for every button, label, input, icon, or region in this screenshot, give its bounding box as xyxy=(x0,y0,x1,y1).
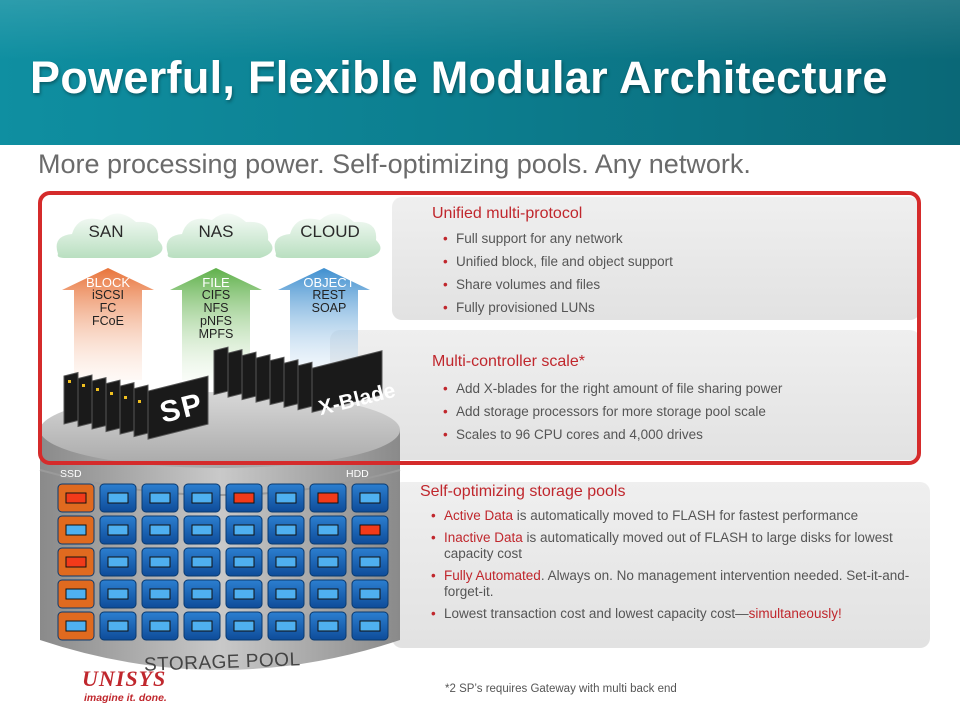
drive-indicator xyxy=(275,492,297,504)
nas-label: NAS xyxy=(198,222,234,241)
list-item: •Add X-blades for the right amount of fi… xyxy=(443,381,783,396)
block-arrow-label: BLOCK iSCSI FC FCoE xyxy=(73,276,143,328)
list-item: •Full support for any network xyxy=(443,231,623,246)
drive-indicator xyxy=(359,620,381,632)
panel-multi xyxy=(330,330,920,460)
drive-indicator xyxy=(233,524,255,536)
drive-indicator xyxy=(65,588,87,600)
drive-indicator xyxy=(275,620,297,632)
drive-indicator xyxy=(191,588,213,600)
object-arrow xyxy=(278,268,370,380)
list-item: •Share volumes and files xyxy=(443,277,601,292)
drive-indicator xyxy=(359,492,381,504)
nas-cloud xyxy=(166,213,273,258)
block-items: iSCSI FC FCoE xyxy=(92,288,124,328)
footnote: *2 SP’s requires Gateway with multi back… xyxy=(445,683,677,695)
unisys-tagline: imagine it. done. xyxy=(84,692,167,704)
drive-indicator xyxy=(107,524,129,536)
drive-indicator xyxy=(359,524,381,536)
san-label: SAN xyxy=(88,222,124,241)
selfopt-title: Self-optimizing storage pools xyxy=(420,483,626,500)
drive-indicator xyxy=(65,556,87,568)
drive-indicator xyxy=(275,524,297,536)
multi-title: Multi-controller scale* xyxy=(432,353,585,370)
drive-indicator xyxy=(107,556,129,568)
drive-indicator xyxy=(317,556,339,568)
sp-blade-stack xyxy=(63,371,209,440)
drive-indicator xyxy=(359,556,381,568)
unified-list: •Full support for any network •Unified b… xyxy=(443,231,913,316)
drive-indicator xyxy=(65,524,87,536)
drive-indicator xyxy=(233,492,255,504)
drive-indicator xyxy=(275,556,297,568)
drive-indicator xyxy=(191,556,213,568)
object-head: OBJECT xyxy=(303,275,355,290)
list-item: •Unified block, file and object support xyxy=(443,254,673,269)
drive-grid xyxy=(57,483,389,641)
drive-indicator xyxy=(149,492,171,504)
object-arrow-label: OBJECT REST SOAP xyxy=(294,276,364,315)
slide-subtitle: More processing power. Self-optimizing p… xyxy=(38,149,751,179)
file-head: FILE xyxy=(202,275,230,290)
drive-indicator xyxy=(65,620,87,632)
drive-indicator xyxy=(149,556,171,568)
drive-indicator xyxy=(233,556,255,568)
san-cloud xyxy=(56,213,163,258)
xblade-stack xyxy=(213,346,383,413)
drive-indicator xyxy=(233,588,255,600)
drive-indicator xyxy=(317,620,339,632)
list-item: •Fully Automated. Always on. No manageme… xyxy=(431,568,910,599)
block-head: BLOCK xyxy=(85,275,131,290)
drive-indicator xyxy=(317,524,339,536)
list-item: •Inactive Data is automatically moved ou… xyxy=(431,530,893,561)
drive-indicator xyxy=(149,524,171,536)
ssd-label: SSD xyxy=(60,468,82,480)
file-arrow-label: FILE CIFS NFS pNFS MPFS xyxy=(181,276,251,341)
drive-indicator xyxy=(191,524,213,536)
file-items: CIFS NFS pNFS MPFS xyxy=(198,288,234,341)
block-arrow xyxy=(62,268,154,380)
hdd-label: HDD xyxy=(346,468,369,480)
drive-indicator xyxy=(191,492,213,504)
unified-title: Unified multi-protocol xyxy=(432,205,583,222)
cloud-cloud xyxy=(274,213,381,258)
drive-indicator xyxy=(149,588,171,600)
drive-indicator xyxy=(149,620,171,632)
drive-indicator xyxy=(317,492,339,504)
architecture-diagram xyxy=(39,213,401,670)
drive-indicator xyxy=(359,588,381,600)
list-item: •Scales to 96 CPU cores and 4,000 drives xyxy=(443,427,703,442)
list-item: •Fully provisioned LUNs xyxy=(443,300,595,315)
panel-selfopt xyxy=(392,482,930,648)
unisys-logo: UNISYS xyxy=(82,666,167,691)
cloud-label: CLOUD xyxy=(300,222,360,241)
drive-indicator xyxy=(275,588,297,600)
drive-indicator xyxy=(107,588,129,600)
multi-list: •Add X-blades for the right amount of fi… xyxy=(443,381,913,443)
drive-indicator xyxy=(107,492,129,504)
drive-indicator xyxy=(233,620,255,632)
drive-indicator xyxy=(191,620,213,632)
drive-indicator xyxy=(107,620,129,632)
drive-indicator xyxy=(317,588,339,600)
list-item: •Lowest transaction cost and lowest capa… xyxy=(431,606,842,621)
slide-title: Powerful, Flexible Modular Architecture xyxy=(30,52,888,103)
list-item: •Active Data is automatically moved to F… xyxy=(431,508,859,523)
object-items: REST SOAP xyxy=(311,288,347,315)
title-banner xyxy=(0,0,960,145)
list-item: •Add storage processors for more storage… xyxy=(443,404,766,419)
selfopt-list: •Active Data is automatically moved to F… xyxy=(431,508,927,622)
highlight-frame xyxy=(38,191,921,465)
panel-unified xyxy=(392,197,920,320)
drive-indicator xyxy=(65,492,87,504)
